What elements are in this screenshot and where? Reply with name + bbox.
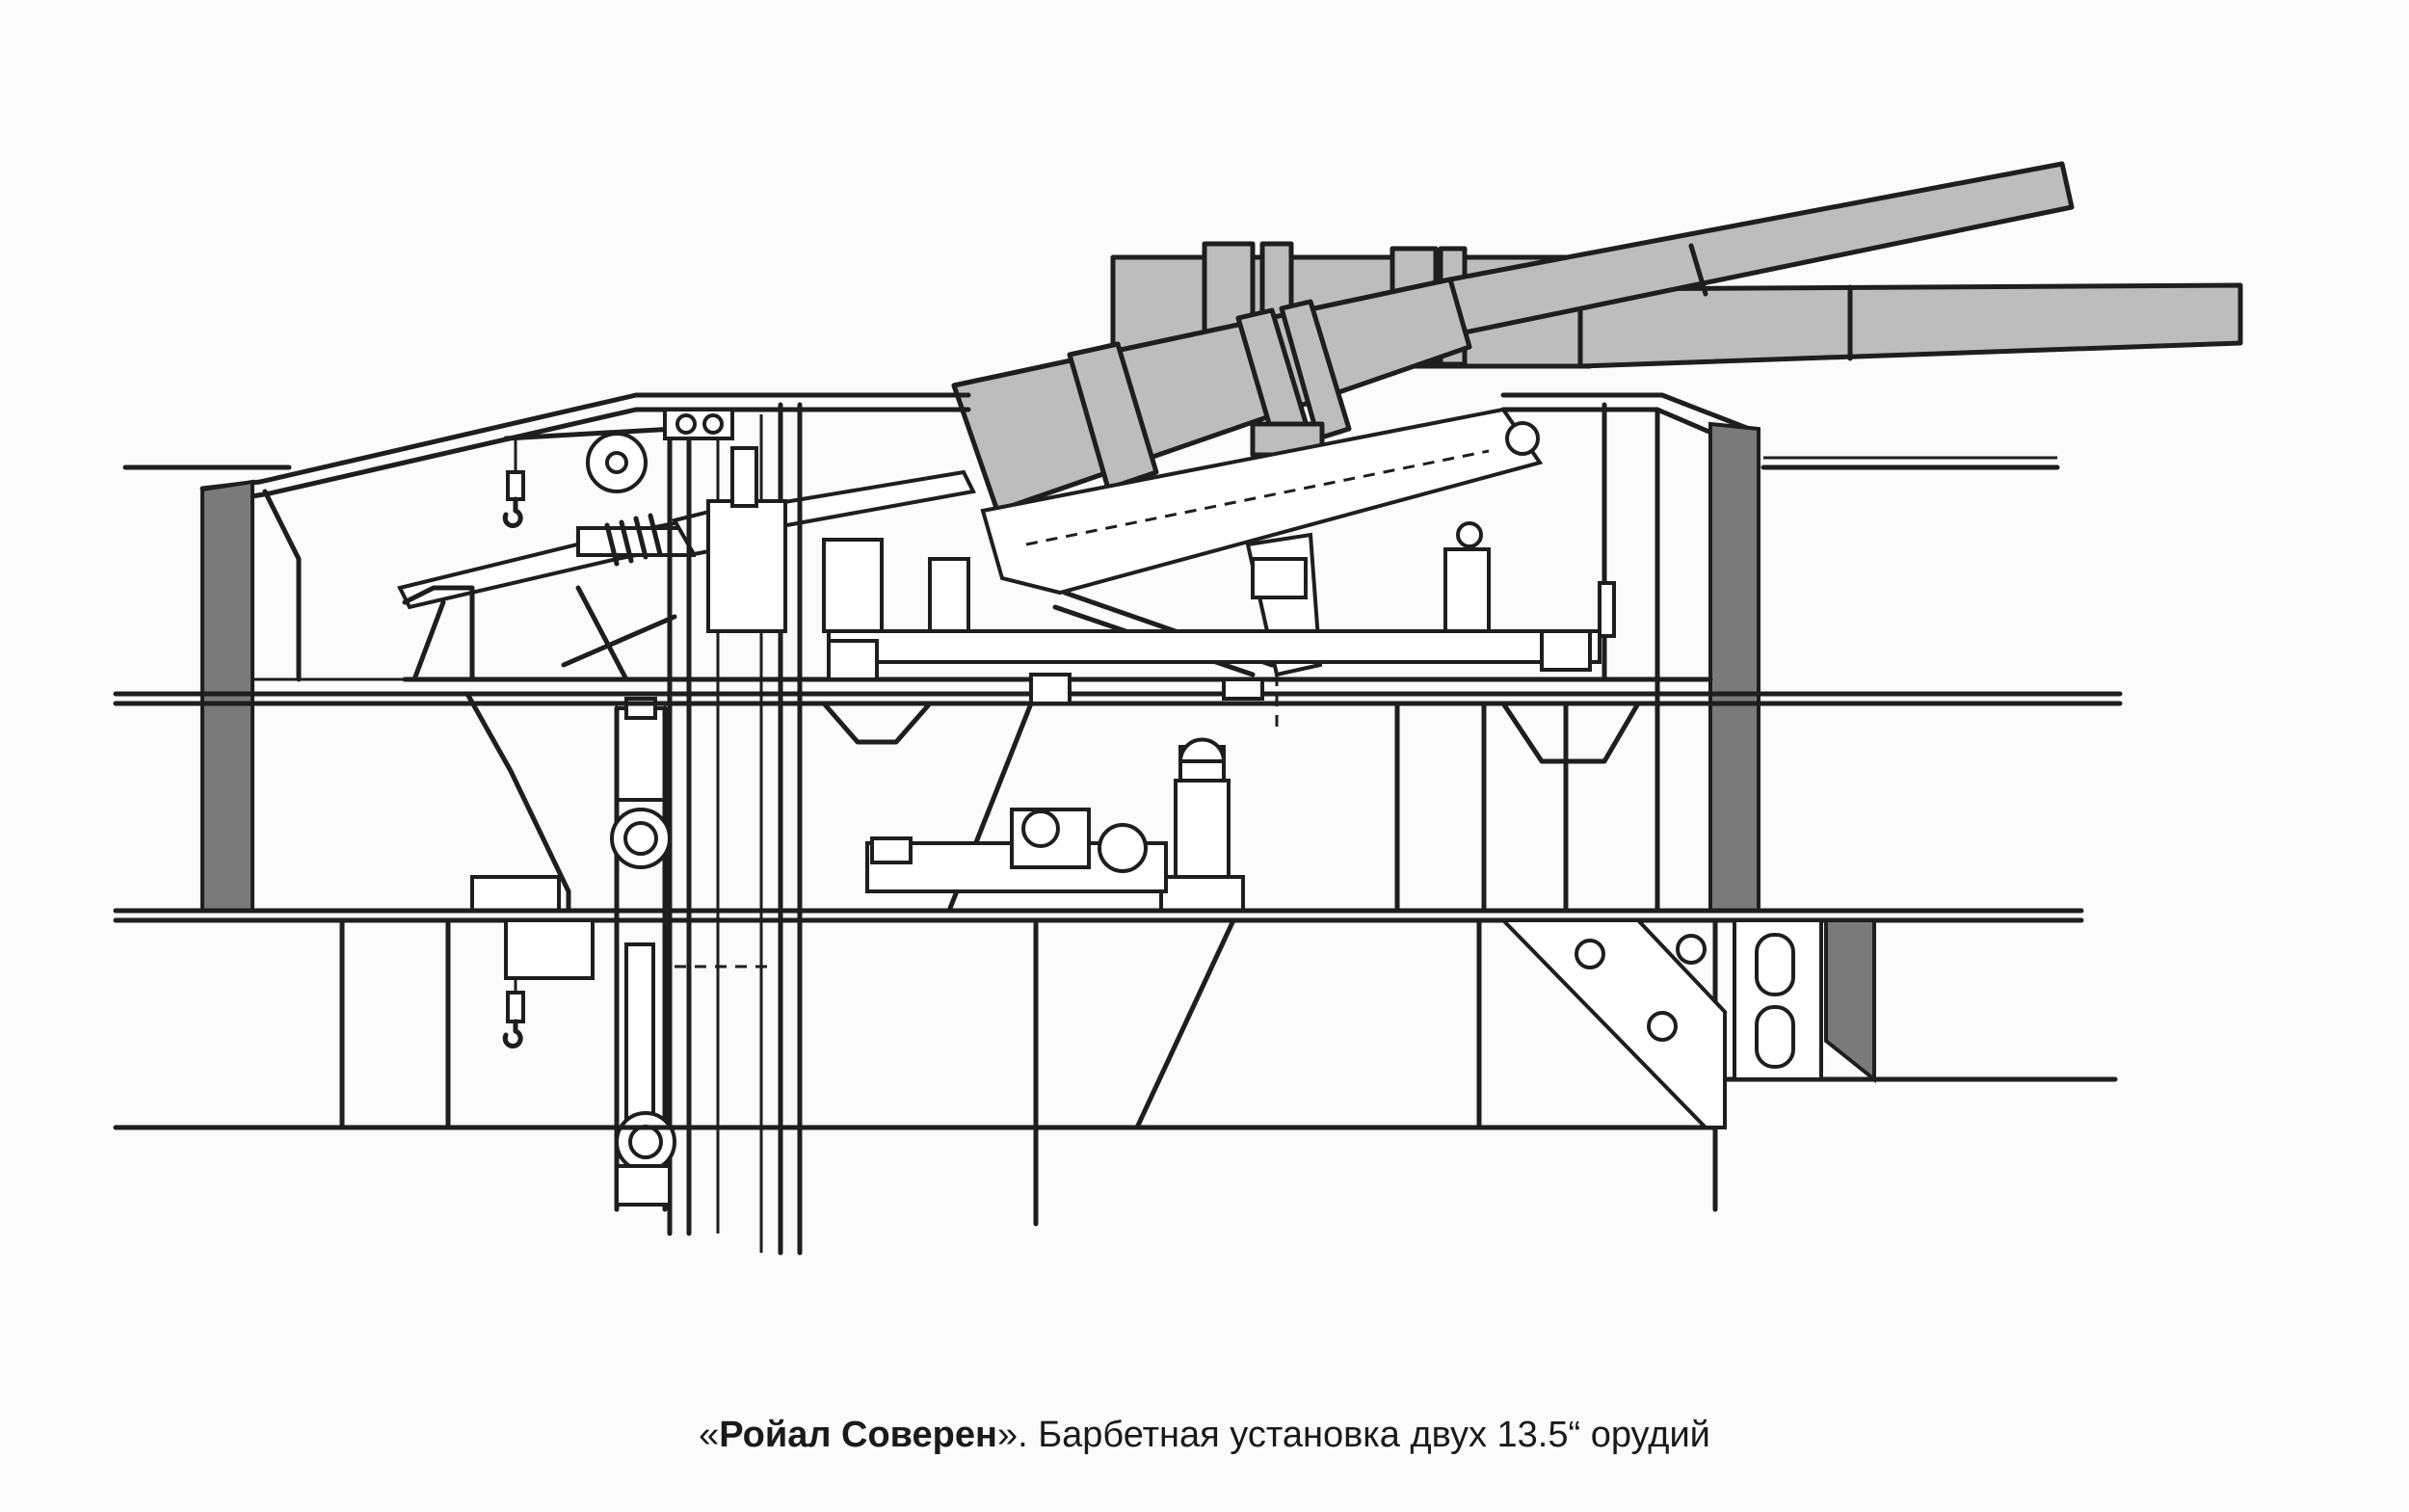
- lower-deck: [113, 908, 2118, 1227]
- ammunition-hoist-trunk: [502, 402, 1279, 1256]
- hull-deck-lines: [122, 456, 2060, 470]
- rammer-spring: [604, 513, 663, 567]
- caption-ship-name: Ройал Соверен: [719, 1415, 997, 1455]
- figure-caption: «Ройал Соверен». Барбетная установка дву…: [0, 1415, 2409, 1456]
- caption-description: . Барбетная установка двух 13.5“ орудий: [1018, 1415, 1710, 1455]
- caption-quote-open: «: [699, 1415, 720, 1455]
- front-gun: [951, 161, 2075, 514]
- middle-deck: [113, 673, 2123, 914]
- caption-quote-close: »: [996, 1415, 1019, 1455]
- turntable-platform: [252, 521, 1713, 682]
